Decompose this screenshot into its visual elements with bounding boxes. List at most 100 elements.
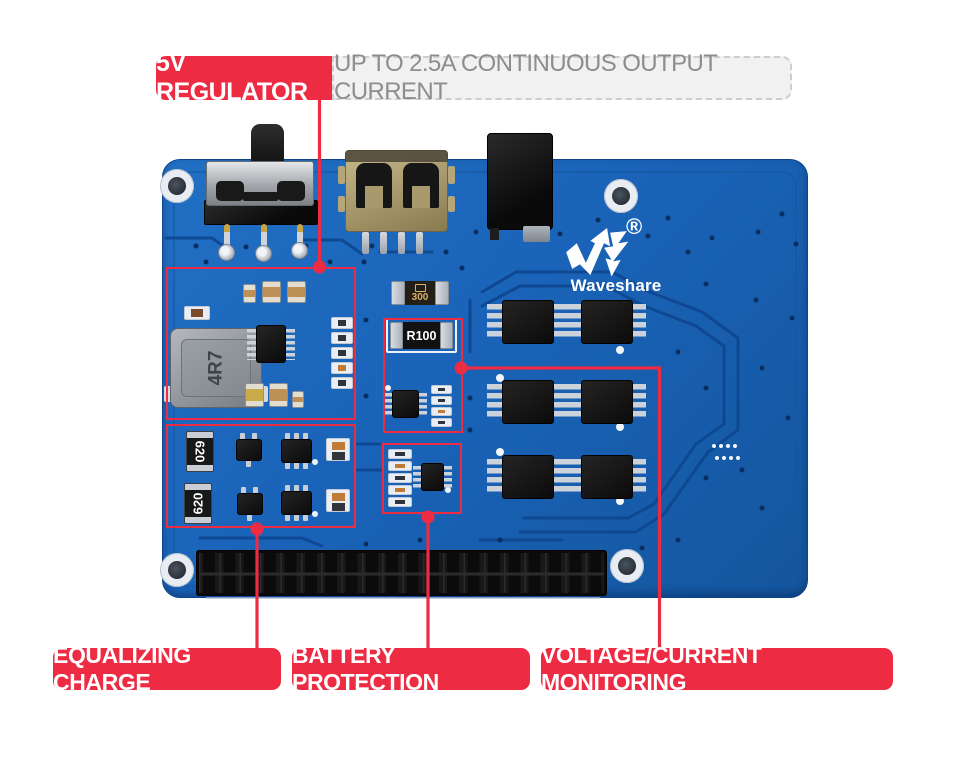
chip-resistor xyxy=(331,317,353,329)
chip-resistor xyxy=(388,485,412,495)
fuse-marking: 300 xyxy=(411,291,429,303)
ic-pins xyxy=(487,304,502,340)
ic-pins xyxy=(631,384,646,420)
usb-pin xyxy=(380,232,387,254)
pad-component xyxy=(326,438,350,461)
sot-ic xyxy=(281,439,312,463)
gpio-pin-holes xyxy=(199,553,604,593)
switch-slot xyxy=(243,192,278,201)
switch-pin xyxy=(261,224,267,250)
switch-cutout xyxy=(277,181,305,201)
brand-text: Waveshare xyxy=(570,276,662,295)
highlight-box-battery-protection xyxy=(382,443,462,514)
usb-tab xyxy=(448,196,455,212)
callout-equalizing-charge: EQUALIZING CHARGE xyxy=(53,642,281,695)
usb-arch-gap xyxy=(365,186,383,208)
soic-ic xyxy=(502,380,554,424)
inductor-clip xyxy=(164,386,174,402)
usb-tab xyxy=(448,166,455,184)
switch-pin xyxy=(224,224,230,250)
highlight-box-voltage-current-monitoring xyxy=(383,318,463,433)
chip-resistor xyxy=(431,385,452,394)
ic-leg xyxy=(303,433,308,440)
fuse-icon xyxy=(414,283,426,292)
ic-leg xyxy=(285,514,290,521)
mounting-hole-bottom-left xyxy=(160,553,194,587)
fuse-cap xyxy=(391,281,405,305)
mounting-hole-top-left xyxy=(160,169,194,203)
registered-trademark: ® xyxy=(626,214,643,239)
ic-leg xyxy=(294,462,299,469)
ic-pins xyxy=(247,329,257,360)
protection-ic xyxy=(421,463,444,491)
ic-leg xyxy=(285,462,290,469)
usb-pin xyxy=(416,232,423,254)
callout-battery-protection: BATTERY PROTECTION xyxy=(292,642,530,695)
capacitor xyxy=(243,284,256,303)
solder-pad xyxy=(218,244,235,261)
regulator-ic xyxy=(256,325,286,363)
pad-component xyxy=(326,489,350,512)
chip-resistor xyxy=(388,497,412,507)
chip-resistor xyxy=(431,418,452,427)
ic-leg xyxy=(303,485,308,492)
chip-resistor xyxy=(431,407,452,416)
solder-pad xyxy=(255,245,272,262)
ic-pins xyxy=(566,384,581,420)
mounting-hole-top-right xyxy=(604,179,638,213)
ic-leg xyxy=(294,433,299,440)
chip-resistor xyxy=(331,332,353,344)
shunt-cap xyxy=(390,322,403,349)
soic-ic xyxy=(581,455,633,499)
dc-jack xyxy=(487,133,553,230)
ic-pins xyxy=(418,393,427,416)
transistor-leg xyxy=(241,487,246,494)
transistor-leg xyxy=(247,514,252,521)
chip-resistor xyxy=(331,347,353,359)
shunt-resistor: R100 xyxy=(403,322,440,349)
ic-pins xyxy=(631,304,646,340)
resistor-620: 620 xyxy=(184,483,212,524)
transistor-leg xyxy=(252,433,257,440)
capacitor xyxy=(245,383,264,407)
capacitor xyxy=(287,281,306,303)
capacitor xyxy=(292,391,304,408)
fuse-cap xyxy=(435,281,449,305)
sot23-transistor xyxy=(237,493,263,515)
ic-pins xyxy=(285,329,295,360)
ic-pins xyxy=(566,304,581,340)
ic-leg xyxy=(303,462,308,469)
solder-pad xyxy=(291,242,308,259)
mounting-hole-bottom-right xyxy=(610,549,644,583)
ic-pins xyxy=(487,459,502,495)
ic-leg xyxy=(303,514,308,521)
gpio-header xyxy=(196,550,607,596)
soic-ic xyxy=(581,300,633,344)
ic-pins xyxy=(566,459,581,495)
usb-pin xyxy=(398,232,405,254)
ic-pins xyxy=(631,459,646,495)
shunt-marking: R100 xyxy=(406,328,437,343)
ic-leg xyxy=(294,485,299,492)
dc-jack-pin xyxy=(490,228,499,240)
chip-resistor xyxy=(388,461,412,471)
highlight-box-5v-regulator xyxy=(166,267,356,420)
waveshare-logo-icon xyxy=(566,228,629,277)
monitor-ic xyxy=(392,390,419,418)
chip-resistor xyxy=(331,377,353,389)
board-edge-highlight xyxy=(206,597,600,599)
switch-pin xyxy=(297,224,303,250)
ic-pins xyxy=(487,384,502,420)
dc-jack-pin xyxy=(523,226,550,242)
soic-ic xyxy=(502,455,554,499)
shunt-cap xyxy=(440,322,453,349)
pcb-board xyxy=(162,159,808,598)
ic-pins xyxy=(413,466,421,488)
ic-leg xyxy=(294,514,299,521)
ic-leg xyxy=(285,433,290,440)
callout-voltage-current-monitoring: VOLTAGE/CURRENT MONITORING xyxy=(541,642,893,695)
usb-pin xyxy=(362,232,369,254)
usb-opening xyxy=(345,150,448,162)
